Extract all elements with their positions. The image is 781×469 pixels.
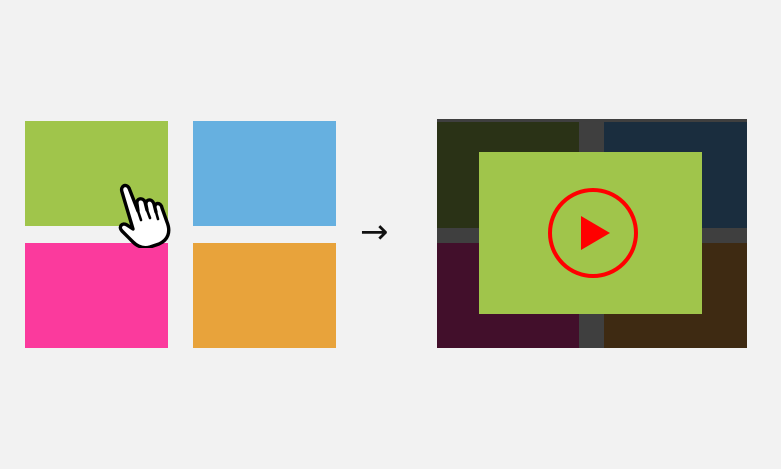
- blue-tile[interactable]: [193, 121, 336, 226]
- play-button-ring: [548, 188, 638, 278]
- orange-tile[interactable]: [193, 243, 336, 348]
- pink-tile[interactable]: [25, 243, 168, 348]
- transition-arrow: →: [360, 212, 389, 252]
- play-icon[interactable]: [547, 187, 639, 279]
- expanded-video-tile[interactable]: [479, 152, 702, 314]
- play-button-triangle: [581, 216, 610, 250]
- hand-pointer-icon: [118, 183, 171, 248]
